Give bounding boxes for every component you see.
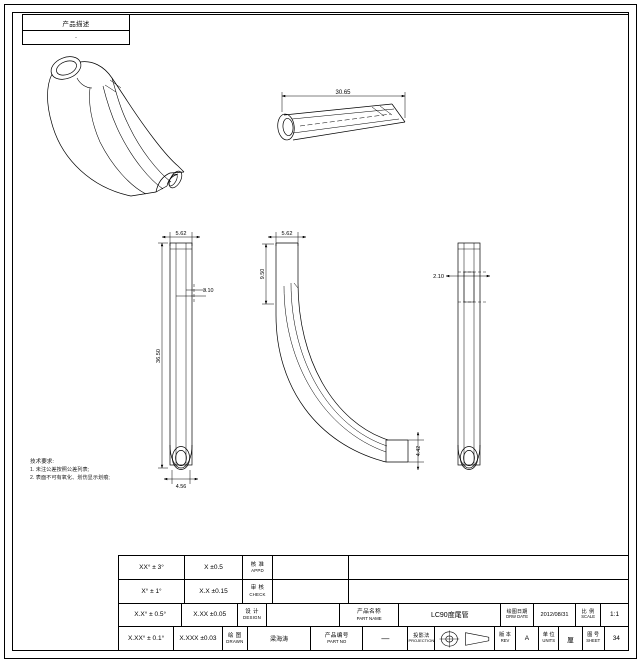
front-middle-width-dimension <box>267 232 307 246</box>
approval-label-drawn: 绘 图 DRAWN <box>223 627 248 650</box>
scale-label-cn: 比 例 <box>581 608 595 615</box>
title-block-blank-1 <box>349 556 628 579</box>
approval-value-drawn[interactable]: 梁海涛 <box>248 627 312 650</box>
part-name-label-cn: 产品名称 <box>357 609 382 616</box>
projection-label-en: PROJECTION <box>408 638 435 644</box>
top-view-length-dimension <box>281 92 406 118</box>
title-block: XX° ± 3° X ±0.5 核 准 APPD X° ± 1° X.X ±0.… <box>118 555 629 651</box>
front-middle-end-value: 4.42 <box>416 446 422 457</box>
product-description-title-row: 产品描述 <box>23 15 129 31</box>
units-label: 单 位 UNITS <box>539 627 560 650</box>
front-left-width-dimension <box>161 232 201 246</box>
front-middle-height-value: 9.50 <box>260 269 266 280</box>
tolerance-linear-4: X.XXX ±0.03 <box>174 627 223 650</box>
approval-label-design-cn: 设 计 <box>245 609 259 616</box>
description-header-rule <box>129 14 629 15</box>
part-name-value: LC90度尾管 <box>399 603 502 627</box>
front-middle-width-value: 5.62 <box>282 231 293 237</box>
top-view <box>277 103 406 141</box>
isometric-view <box>47 56 185 197</box>
tolerance-linear-2: X.X ±0.15 <box>185 579 243 603</box>
title-block-row-3: X.X° ± 0.5° X.XX ±0.05 设 计 DESIGN 产品名称 P… <box>119 603 628 628</box>
product-description-title: 产品描述 <box>62 20 90 28</box>
front-left-height-dimension <box>158 242 168 469</box>
scale-label-en: SCALE <box>581 614 595 620</box>
technical-requirements-line-1: 1. 未注公差按照公差列表; <box>30 467 90 474</box>
units-label-en: UNITS <box>542 638 555 644</box>
draw-date-label-cn: 绘图日期 <box>506 608 528 615</box>
first-angle-projection-icon <box>439 630 490 648</box>
product-description-value: - <box>75 35 77 41</box>
part-name-label: 产品名称 PART NAME <box>340 603 400 627</box>
title-block-row-1: XX° ± 3° X ±0.5 核 准 APPD <box>119 556 628 580</box>
sheet-label-en: SHEET <box>586 638 601 644</box>
right-view <box>457 242 486 470</box>
part-no-label: 产品编号 PART NO <box>311 627 364 650</box>
approval-value-appd[interactable] <box>273 556 349 579</box>
title-block-blank-2 <box>349 580 628 603</box>
approval-label-appd-cn: 核 准 <box>250 561 265 568</box>
scale-label: 比 例 SCALE <box>576 603 602 627</box>
front-left-width-value: 5.62 <box>176 231 187 237</box>
technical-requirements-heading: 技术要求: <box>30 459 54 465</box>
draw-date-value: 2012/08/31 <box>534 603 577 627</box>
approval-label-appd-en: APPD <box>251 567 264 573</box>
technical-requirements: 技术要求: 1. 未注公差按照公差列表; 2. 表面不可有氧化、划伤显示划痕; <box>30 458 190 482</box>
tolerance-linear-3: X.XX ±0.05 <box>182 603 239 627</box>
product-description-value-row: - <box>23 31 129 45</box>
sheet-label-cn: 图 号 <box>587 632 600 639</box>
approval-label-check-en: CHECK <box>249 591 266 597</box>
scale-value: 1:1 <box>610 611 620 619</box>
front-middle-height-dimension <box>262 243 274 305</box>
approval-label-design-en: DESIGN <box>242 615 262 621</box>
approval-label-drawn-cn: 绘 图 <box>228 632 242 639</box>
revision-label-en: REV <box>500 638 510 644</box>
draw-date-label-en: DRW DATE <box>506 614 529 620</box>
tolerance-angular-4: X.XX° ± 0.1° <box>119 627 175 650</box>
technical-requirements-line-2: 2. 表面不可有氧化、划伤显示划痕; <box>30 474 110 481</box>
front-left-inner-dimension <box>176 284 206 302</box>
sheet-value: 34 <box>612 635 620 643</box>
front-left-inner-value: 3.10 <box>203 288 214 294</box>
sheet-outer-border <box>4 4 637 659</box>
approval-label-drawn-en: DRAWN <box>226 639 244 645</box>
tolerance-angular-3: X.X° ± 0.5° <box>119 603 183 627</box>
approval-label-check-cn: 审 核 <box>250 585 265 592</box>
approval-label-design: 设 计 DESIGN <box>238 603 267 627</box>
approval-label-appd: 核 准 APPD <box>243 556 273 579</box>
approval-label-check: 审 核 CHECK <box>243 579 273 603</box>
front-middle-end-dimension <box>408 431 424 471</box>
part-name-label-en: PART NAME <box>356 615 382 621</box>
top-view-length-value: 30.65 <box>335 90 351 96</box>
units-label-cn: 单 位 <box>542 632 555 639</box>
title-block-row-4: X.XX° ± 0.1° X.XXX ±0.03 绘 图 DRAWN 梁海涛 产… <box>119 627 628 650</box>
projection-symbol <box>435 627 496 650</box>
approval-value-check[interactable] <box>273 579 349 603</box>
right-view-width-value: 2.10 <box>433 274 444 280</box>
projection-label-cn: 投影法 <box>413 632 430 639</box>
front-left-bottom-value: 4.56 <box>176 484 187 490</box>
revision-value: A <box>516 627 540 650</box>
part-no-label-cn: 产品编号 <box>324 632 349 639</box>
revision-label-cn: 版 本 <box>499 632 511 639</box>
tolerance-angular-1: XX° ± 3° <box>119 556 185 579</box>
part-no-label-en: PART NO <box>327 639 347 645</box>
product-description-block: 产品描述 - <box>22 14 130 45</box>
tolerance-angular-2: X° ± 1° <box>119 579 185 603</box>
sheet-label: 图 号 SHEET <box>583 627 605 650</box>
part-no-value: — <box>363 627 409 650</box>
front-left-bottom-dimension <box>163 470 199 484</box>
front-left-height-value: 36.50 <box>156 349 162 363</box>
front-left-view <box>169 242 193 470</box>
draw-date-label: 绘图日期 DRW DATE <box>501 603 534 627</box>
title-block-row-2: X° ± 1° X.X ±0.15 审 核 CHECK <box>119 579 628 604</box>
front-middle-view <box>275 242 409 463</box>
approval-value-design[interactable] <box>267 603 340 627</box>
projection-label: 投影法 PROJECTION <box>408 627 436 650</box>
revision-label: 版 本 REV <box>495 627 516 650</box>
units-value: 厘 <box>559 627 583 650</box>
tolerance-linear-1: X ±0.5 <box>185 556 243 579</box>
